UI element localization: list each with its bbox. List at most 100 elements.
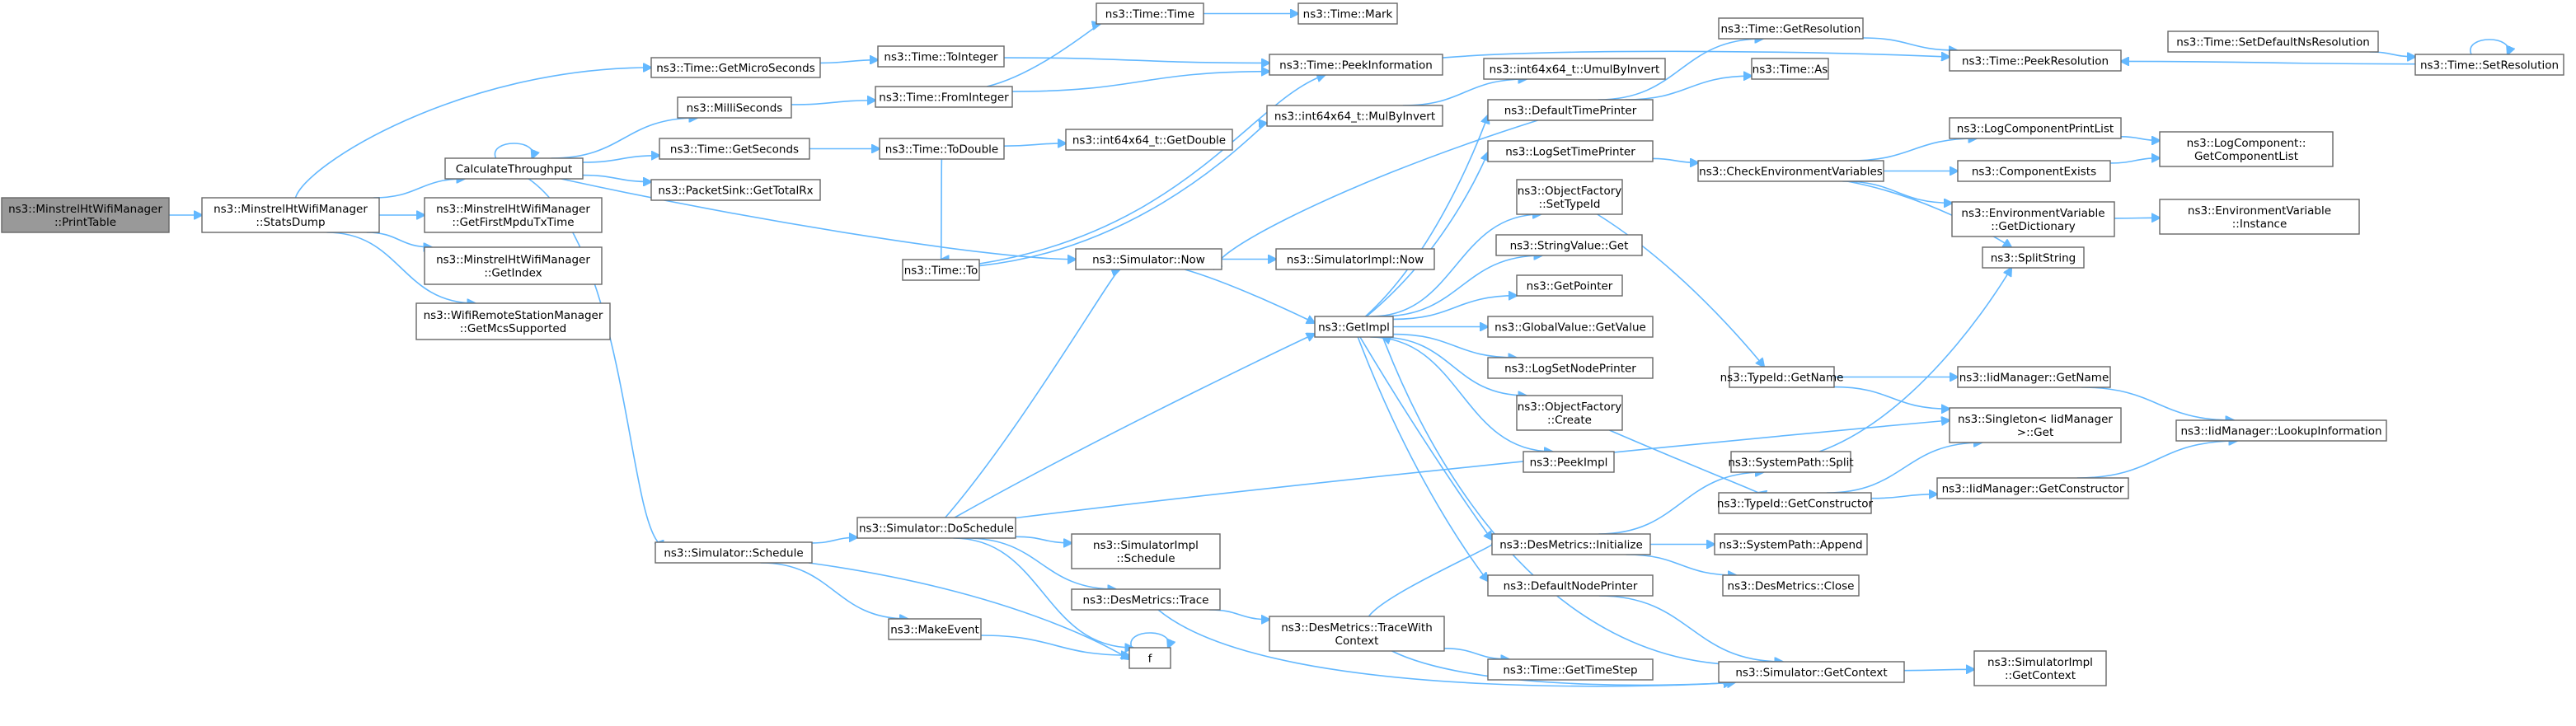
node-peekresolution[interactable]: ns3::Time::PeekResolution bbox=[1949, 49, 2122, 72]
node-tointeger[interactable]: ns3::Time::ToInteger bbox=[877, 45, 1005, 68]
node-getimpl[interactable]: ns3::GetImpl bbox=[1314, 316, 1394, 338]
node-simimplnow[interactable]: ns3::SimulatorImpl::Now bbox=[1275, 248, 1435, 270]
edge-statsdump-to-calcthr bbox=[373, 179, 464, 199]
edge-timeto-to-peekinfo bbox=[978, 75, 1325, 265]
node-box bbox=[2159, 199, 2360, 235]
node-desmetricsclose[interactable]: ns3::DesMetrics::Close bbox=[1722, 574, 1860, 597]
node-iidlookupinfo[interactable]: ns3::IidManager::LookupInformation bbox=[2175, 419, 2387, 442]
node-box bbox=[856, 517, 1016, 539]
node-umulbyinvert[interactable]: ns3::int64x64_t::UmulByInvert bbox=[1483, 58, 1666, 80]
node-desmetricstrace[interactable]: ns3::DesMetrics::Trace bbox=[1071, 588, 1221, 611]
node-label: ns3::MilliSeconds bbox=[687, 102, 783, 115]
node-simimplgetcontext[interactable]: ns3::SimulatorImpl::GetContext bbox=[1973, 650, 2107, 686]
node-root[interactable]: ns3::MinstrelHtWifiManager::PrintTable bbox=[1, 197, 170, 233]
node-gettimestep[interactable]: ns3::Time::GetTimeStep bbox=[1487, 658, 1654, 681]
node-packetsink[interactable]: ns3::PacketSink::GetTotalRx bbox=[650, 179, 821, 201]
edge-getmicro-to-tointeger bbox=[819, 60, 878, 63]
node-envvargetdict[interactable]: ns3::EnvironmentVariable::GetDictionary bbox=[1951, 201, 2115, 237]
node-mulbyinvert[interactable]: ns3::int64x64_t::MulByInvert bbox=[1266, 105, 1443, 127]
node-timeas[interactable]: ns3::Time::As bbox=[1751, 58, 1829, 80]
node-box bbox=[1314, 316, 1394, 338]
node-componentexists[interactable]: ns3::ComponentExists bbox=[1957, 160, 2111, 182]
node-box bbox=[677, 96, 792, 119]
node-getmicro[interactable]: ns3::Time::GetMicroSeconds bbox=[650, 57, 821, 78]
node-timemark[interactable]: ns3::Time::Mark bbox=[1297, 2, 1398, 25]
node-milli[interactable]: ns3::MilliSeconds bbox=[677, 96, 792, 119]
node-box bbox=[1722, 574, 1860, 597]
edge-getimpl-to-stringvalueget bbox=[1381, 255, 1541, 317]
node-doschedule[interactable]: ns3::Simulator::DoSchedule bbox=[856, 517, 1016, 539]
node-iidgetname[interactable]: ns3::IidManager::GetName bbox=[1957, 366, 2111, 388]
node-f[interactable]: f bbox=[1128, 647, 1171, 669]
node-getindex[interactable]: ns3::MinstrelHtWifiManager::GetIndex bbox=[424, 246, 603, 285]
node-typeidgetconstructor[interactable]: ns3::TypeId::GetConstructor bbox=[1717, 492, 1874, 514]
node-label: f bbox=[1148, 653, 1153, 666]
node-logsettimeprinter[interactable]: ns3::LogSetTimePrinter bbox=[1487, 140, 1654, 162]
node-box bbox=[659, 138, 810, 160]
node-int64getdouble[interactable]: ns3::int64x64_t::GetDouble bbox=[1065, 129, 1233, 151]
node-objfactorycreate[interactable]: ns3::ObjectFactory::Create bbox=[1516, 395, 1623, 431]
node-setresolution[interactable]: ns3::Time::SetResolution bbox=[2414, 54, 2564, 76]
node-label: ns3::DesMetrics::TraceWith bbox=[1281, 621, 1433, 635]
node-defaulttimeprinter[interactable]: ns3::DefaultTimePrinter bbox=[1487, 99, 1654, 121]
node-box bbox=[1516, 179, 1623, 215]
node-typeidgetname[interactable]: ns3::TypeId::GetName bbox=[1720, 366, 1844, 388]
node-statsdump[interactable]: ns3::MinstrelHtWifiManager::StatsDump bbox=[201, 197, 380, 233]
node-schedule[interactable]: ns3::Simulator::Schedule bbox=[655, 541, 813, 564]
edge-desmetricstrace-to-tracewithcontext bbox=[1209, 609, 1269, 620]
edge-milli-to-frominteger bbox=[791, 101, 875, 105]
node-peekinfo[interactable]: ns3::Time::PeekInformation bbox=[1269, 54, 1443, 76]
node-logcompprintlist[interactable]: ns3::LogComponentPrintList bbox=[1949, 117, 2122, 139]
node-globalvalueget[interactable]: ns3::GlobalValue::GetValue bbox=[1487, 316, 1654, 338]
edge-logcompprintlist-to-logcompgetlist bbox=[2120, 137, 2160, 141]
node-peekimpl[interactable]: ns3::PeekImpl bbox=[1523, 451, 1615, 473]
node-systempathappend[interactable]: ns3::SystemPath::Append bbox=[1714, 533, 1868, 555]
node-label: CalculateThroughput bbox=[456, 163, 572, 176]
node-getresolution[interactable]: ns3::Time::GetResolution bbox=[1718, 17, 1864, 40]
node-box bbox=[1487, 357, 1654, 379]
node-timetime[interactable]: ns3::Time::Time bbox=[1096, 2, 1204, 25]
node-getmcs[interactable]: ns3::WifiRemoteStationManager::GetMcsSup… bbox=[415, 302, 611, 340]
edge-doschedule-to-desmetricstrace bbox=[966, 537, 1115, 589]
node-objfactorysettypeid[interactable]: ns3::ObjectFactory::SetTypeId bbox=[1516, 179, 1623, 215]
edge-getimpl-to-logsetnodeprinter bbox=[1392, 333, 1516, 358]
node-box bbox=[1075, 248, 1222, 270]
edge-schedule-to-makeevent bbox=[760, 562, 908, 619]
node-getpointer[interactable]: ns3::GetPointer bbox=[1516, 274, 1623, 297]
node-singletonget[interactable]: ns3::Singleton< IidManager>::Get bbox=[1949, 407, 2122, 443]
node-label: GetComponentList bbox=[2194, 150, 2298, 163]
node-label: ns3::IidManager::LookupInformation bbox=[2180, 425, 2381, 438]
node-todouble[interactable]: ns3::Time::ToDouble bbox=[879, 138, 1005, 160]
node-iidgetconstructor[interactable]: ns3::IidManager::GetConstructor bbox=[1936, 477, 2129, 499]
node-label: ::Instance bbox=[2232, 218, 2287, 231]
node-checkenv[interactable]: ns3::CheckEnvironmentVariables bbox=[1697, 160, 1884, 182]
node-setdefaultns[interactable]: ns3::Time::SetDefaultNsResolution bbox=[2167, 30, 2379, 53]
node-defaultnodeprinter[interactable]: ns3::DefaultNodePrinter bbox=[1487, 574, 1654, 597]
node-label: ns3::TypeId::GetName bbox=[1720, 372, 1844, 385]
node-desmetricsinit[interactable]: ns3::DesMetrics::Initialize bbox=[1491, 533, 1651, 555]
edge-frominteger-to-peekinfo bbox=[1011, 72, 1269, 92]
node-simimplschedule[interactable]: ns3::SimulatorImpl::Schedule bbox=[1071, 533, 1221, 569]
edge-getimpl-to-defaultnodeprinter bbox=[1357, 336, 1488, 581]
node-label: ::GetDictionary bbox=[1991, 220, 2075, 233]
node-logsetnodeprinter[interactable]: ns3::LogSetNodePrinter bbox=[1487, 357, 1654, 379]
node-makeevent[interactable]: ns3::MakeEvent bbox=[888, 618, 982, 640]
edge-getimpl-to-getpointer bbox=[1392, 296, 1517, 321]
node-getseconds[interactable]: ns3::Time::GetSeconds bbox=[659, 138, 810, 160]
node-envvarinstance[interactable]: ns3::EnvironmentVariable::Instance bbox=[2159, 199, 2360, 235]
node-label: ns3::ObjectFactory bbox=[1518, 185, 1622, 198]
node-getcontext[interactable]: ns3::Simulator::GetContext bbox=[1718, 661, 1905, 683]
node-stringvalueget[interactable]: ns3::StringValue::Get bbox=[1495, 234, 1643, 256]
node-systempathsplit[interactable]: ns3::SystemPath::Split bbox=[1728, 451, 1854, 473]
node-splitstring[interactable]: ns3::SplitString bbox=[1982, 246, 2085, 269]
node-label: ::Schedule bbox=[1116, 552, 1175, 565]
node-logcompgetlist[interactable]: ns3::LogComponent::GetComponentList bbox=[2159, 131, 2334, 167]
node-getfirst[interactable]: ns3::MinstrelHtWifiManager::GetFirstMpdu… bbox=[424, 197, 603, 233]
node-timeto[interactable]: ns3::Time::To bbox=[902, 259, 980, 281]
edge-tracewithcontext-to-desmetricsinit bbox=[1368, 544, 1493, 617]
node-frominteger[interactable]: ns3::Time::FromInteger bbox=[875, 86, 1013, 108]
node-box bbox=[1487, 658, 1654, 681]
node-simnow[interactable]: ns3::Simulator::Now bbox=[1075, 248, 1222, 270]
node-calcthr[interactable]: CalculateThroughput bbox=[444, 157, 584, 180]
